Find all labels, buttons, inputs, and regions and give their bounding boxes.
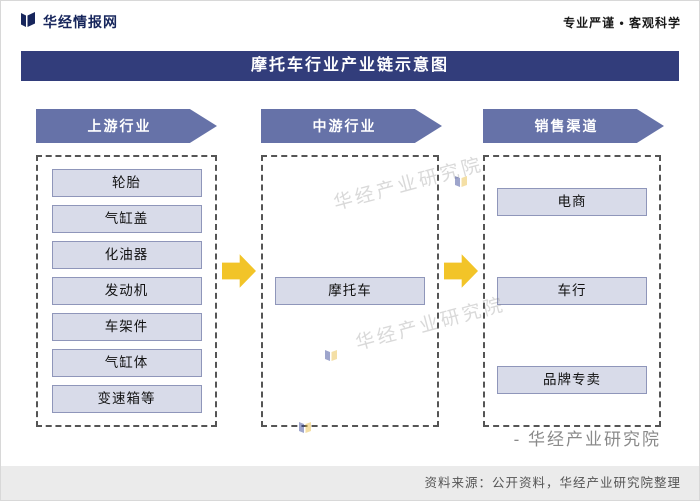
sales-channel-group-box: 电商 车行 品牌专卖 — [483, 155, 661, 427]
upstream-item-engine: 发动机 — [51, 277, 202, 305]
upstream-item-gearbox: 变速箱等 — [51, 385, 202, 413]
upstream-item-cylinder-block: 气缸体 — [51, 349, 202, 377]
upstream-item-tires: 轮胎 — [51, 169, 202, 197]
upstream-item-frame-parts: 车架件 — [51, 313, 202, 341]
channel-item-brand-store: 品牌专卖 — [497, 366, 647, 395]
watermark-logo-icon — [453, 173, 469, 194]
watermark-signature: - 华经产业研究院 — [513, 430, 661, 449]
footer: 资料来源：公开资料，华经产业研究院整理 — [1, 466, 699, 500]
upstream-group-box: 轮胎 气缸盖 化油器 发动机 车架件 气缸体 变速箱等 — [36, 155, 217, 427]
source-note: 资料来源：公开资料，华经产业研究院整理 — [424, 476, 681, 490]
midstream-group-box: 摩托车 — [261, 155, 439, 427]
header-tagline: 专业严谨 • 客观科学 — [563, 15, 681, 30]
upstream-item-carburetor: 化油器 — [51, 241, 202, 269]
midstream-item-motorcycle: 摩托车 — [275, 277, 425, 305]
banner-upstream: 上游行业 — [36, 109, 217, 143]
brand-logo-icon — [19, 11, 37, 34]
diagram-title: 摩托车行业产业链示意图 — [21, 51, 679, 81]
upstream-item-cylinder-head: 气缸盖 — [51, 205, 202, 233]
header: 华经情报网 专业严谨 • 客观科学 — [1, 1, 699, 43]
flow-arrow-upstream-to-midstream — [222, 254, 256, 288]
brand-name: 华经情报网 — [43, 14, 118, 30]
channel-item-ecommerce: 电商 — [497, 187, 647, 216]
brand: 华经情报网 — [19, 11, 118, 34]
banner-midstream: 中游行业 — [261, 109, 442, 143]
banner-sales-channel: 销售渠道 — [483, 109, 664, 143]
flow-arrow-midstream-to-channel — [444, 254, 478, 288]
channel-item-dealership: 车行 — [497, 276, 647, 305]
